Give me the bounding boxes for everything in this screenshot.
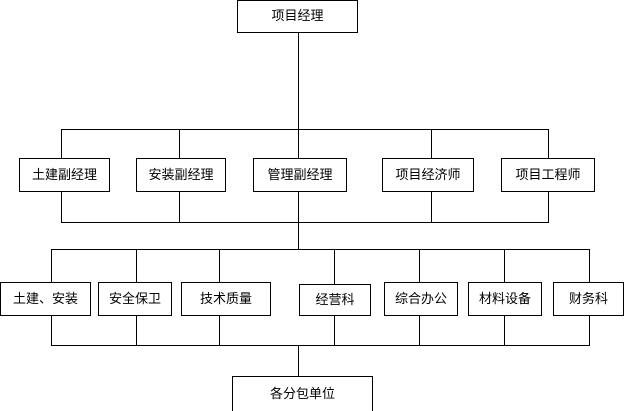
node-dept-civil-installation: 土建、安装 xyxy=(0,282,91,316)
node-dept-finance: 财务科 xyxy=(553,282,624,316)
node-deputy-management: 管理副经理 xyxy=(253,158,347,192)
node-project-engineer: 项目工程师 xyxy=(501,158,595,192)
node-dept-materials-equipment: 材料设备 xyxy=(468,282,542,316)
node-dept-technical-quality: 技术质量 xyxy=(181,282,271,316)
node-dept-operations: 经营科 xyxy=(299,284,371,316)
node-dept-security: 安全保卫 xyxy=(98,282,172,316)
node-deputy-installation: 安装副经理 xyxy=(136,158,226,192)
node-subcontractors: 各分包单位 xyxy=(232,376,373,411)
node-deputy-civil: 土建副经理 xyxy=(19,158,110,192)
node-project-economist: 项目经济师 xyxy=(382,158,474,192)
node-dept-general-office: 综合办公 xyxy=(384,282,458,316)
node-project-manager: 项目经理 xyxy=(237,0,358,33)
